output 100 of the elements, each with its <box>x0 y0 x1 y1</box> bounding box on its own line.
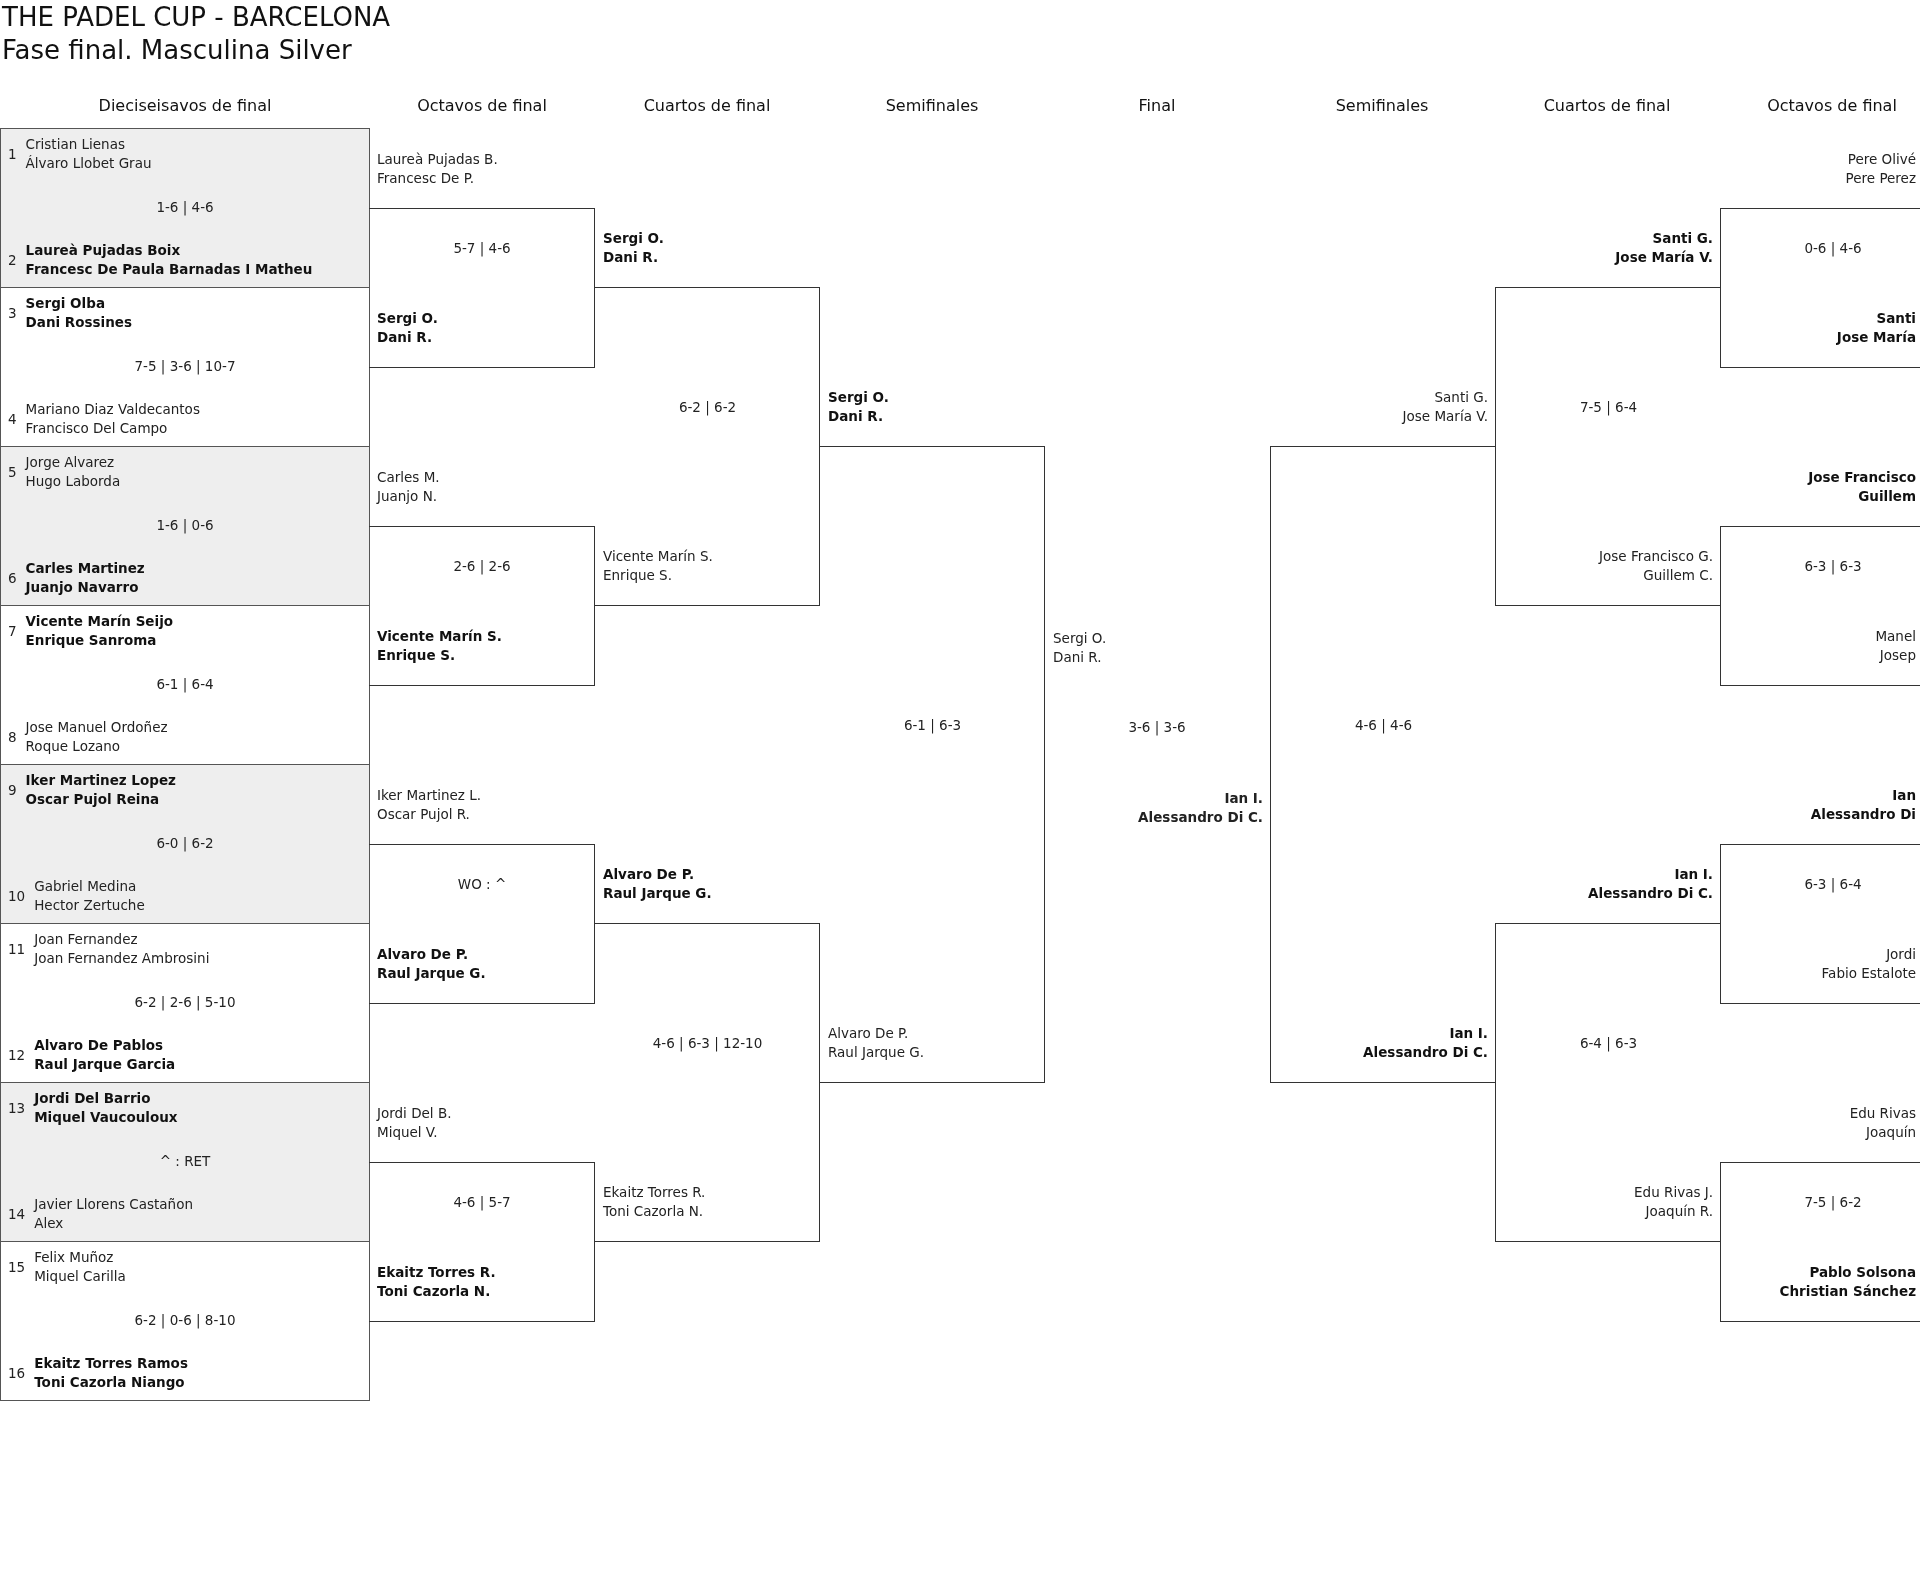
player-name: Jordi <box>1886 944 1916 964</box>
player-name: Dani R. <box>603 248 659 267</box>
match-score: 7-5 | 6-4 <box>1579 398 1638 417</box>
player-name: Christian Sánchez <box>1779 1281 1916 1301</box>
player-name: Raul Jarque Garcia <box>34 1055 176 1074</box>
seed-number: 3 <box>8 303 17 323</box>
player-name: Alessandro Di C. <box>1138 807 1263 827</box>
page-subtitle: Fase final. Masculina Silver <box>2 34 352 66</box>
player-name: Enrique S. <box>603 566 672 585</box>
player-name: Alvaro De Pablos <box>34 1036 164 1055</box>
match-score: 1-6 | 0-6 <box>156 515 214 535</box>
player-name: Vicente Marín Seijo <box>25 612 174 631</box>
match-score: 0-6 | 4-6 <box>1804 239 1862 258</box>
player-name: Jordi Del Barrio <box>34 1089 151 1108</box>
player-name: Manel <box>1875 626 1916 646</box>
match-score: 6-3 | 6-4 <box>1804 875 1862 894</box>
player-name: Josep <box>1879 645 1916 665</box>
player-name: Cristian Lienas <box>25 135 125 154</box>
match-score: 7-5 | 3-6 | 10-7 <box>134 356 236 376</box>
match-score: 7-5 | 6-2 <box>1804 1193 1862 1212</box>
round-heading: Octavos de final <box>1767 95 1897 117</box>
match-score: 4-6 | 4-6 <box>1354 716 1413 735</box>
player-name: Oscar Pujol Reina <box>25 790 160 809</box>
player-name: Juanjo Navarro <box>25 578 139 597</box>
player-name: Joaquín <box>1866 1122 1916 1142</box>
player-name: Toni Cazorla N. <box>377 1281 491 1301</box>
seed-number: 5 <box>8 462 17 482</box>
seed-number: 10 <box>8 886 26 906</box>
player-name: Ian I. <box>1224 788 1263 808</box>
match-box <box>0 287 370 447</box>
player-name: Álvaro Llobet Grau <box>25 154 152 173</box>
match-score: 2-6 | 2-6 <box>453 557 511 576</box>
player-name: Dani R. <box>1053 647 1102 667</box>
round-heading: Semifinales <box>1335 95 1429 117</box>
player-name: Carles Martinez <box>25 559 145 578</box>
player-name: Alvaro De P. <box>377 944 469 964</box>
player-name: Alvaro De P. <box>828 1024 909 1043</box>
player-name: Guillem C. <box>1643 566 1713 585</box>
match-score: 3-6 | 3-6 <box>1128 717 1186 737</box>
match-score: 6-2 | 6-2 <box>678 398 737 417</box>
player-name: Enrique Sanroma <box>25 631 157 650</box>
player-name: Alvaro De P. <box>603 865 695 884</box>
player-name: Miquel Carilla <box>34 1267 126 1286</box>
seed-number: 8 <box>8 727 17 747</box>
player-name: Raul Jarque G. <box>828 1043 924 1062</box>
player-name: Edu Rivas <box>1849 1103 1916 1123</box>
player-name: Jose Francisco <box>1808 467 1916 487</box>
player-name: Gabriel Medina <box>34 877 137 896</box>
match-score: 6-2 | 0-6 | 8-10 <box>134 1310 236 1330</box>
player-name: Jorge Alvarez <box>25 453 115 472</box>
player-name: Iker Martinez Lopez <box>25 771 176 790</box>
player-name: Hugo Laborda <box>25 472 121 491</box>
player-name: Oscar Pujol R. <box>377 804 470 824</box>
seed-number: 2 <box>8 250 17 270</box>
player-name: Raul Jarque G. <box>603 884 712 903</box>
player-name: Dani R. <box>377 327 433 347</box>
player-name: Sergi O. <box>377 308 438 328</box>
match-score: 1-6 | 4-6 <box>156 197 214 217</box>
player-name: Dani Rossines <box>25 313 133 332</box>
player-name: Joan Fernandez <box>34 930 138 949</box>
round-heading: Semifinales <box>885 95 979 117</box>
player-name: Santi G. <box>1652 229 1713 248</box>
match-box <box>0 923 370 1083</box>
seed-number: 13 <box>8 1098 26 1118</box>
player-name: Miquel V. <box>377 1122 438 1142</box>
player-name: Francesc De Paula Barnadas I Matheu <box>25 260 313 279</box>
player-name: Jose María V. <box>1402 407 1488 426</box>
match-score: 6-0 | 6-2 <box>156 833 214 853</box>
player-name: Mariano Diaz Valdecantos <box>25 400 200 419</box>
round-heading: Octavos de final <box>417 95 547 117</box>
seed-number: 7 <box>8 621 17 641</box>
seed-number: 9 <box>8 780 17 800</box>
match-score: 5-7 | 4-6 <box>453 239 511 258</box>
seed-number: 6 <box>8 568 17 588</box>
round-heading: Cuartos de final <box>643 95 771 117</box>
seed-number: 12 <box>8 1045 26 1065</box>
player-name: Alessandro Di C. <box>1363 1043 1488 1062</box>
player-name: Vicente Marín S. <box>603 547 713 566</box>
round-heading: Dieciseisavos de final <box>98 95 272 117</box>
match-score: 4-6 | 6-3 | 12-10 <box>652 1034 763 1053</box>
round-heading: Final <box>1138 95 1176 117</box>
player-name: Sergi Olba <box>25 294 105 313</box>
player-name: Laureà Pujadas B. <box>377 149 498 169</box>
player-name: Laureà Pujadas Boix <box>25 241 181 260</box>
match-box <box>0 764 370 924</box>
player-name: Guillem <box>1858 486 1916 506</box>
match-score: 6-1 | 6-3 <box>903 716 962 735</box>
player-name: Alessandro Di <box>1810 804 1916 824</box>
match-score: 6-1 | 6-4 <box>156 674 214 694</box>
player-name: Hector Zertuche <box>34 896 145 915</box>
player-name: Alessandro Di C. <box>1588 884 1713 903</box>
match-box <box>0 1241 370 1401</box>
match-box <box>0 446 370 606</box>
match-score: ^ : RET <box>159 1151 211 1171</box>
player-name: Francesc De P. <box>377 168 474 188</box>
seed-number: 4 <box>8 409 17 429</box>
player-name: Ian I. <box>1674 865 1713 884</box>
player-name: Alex <box>34 1214 64 1233</box>
player-name: Santi G. <box>1434 388 1488 407</box>
match-box <box>0 128 370 288</box>
